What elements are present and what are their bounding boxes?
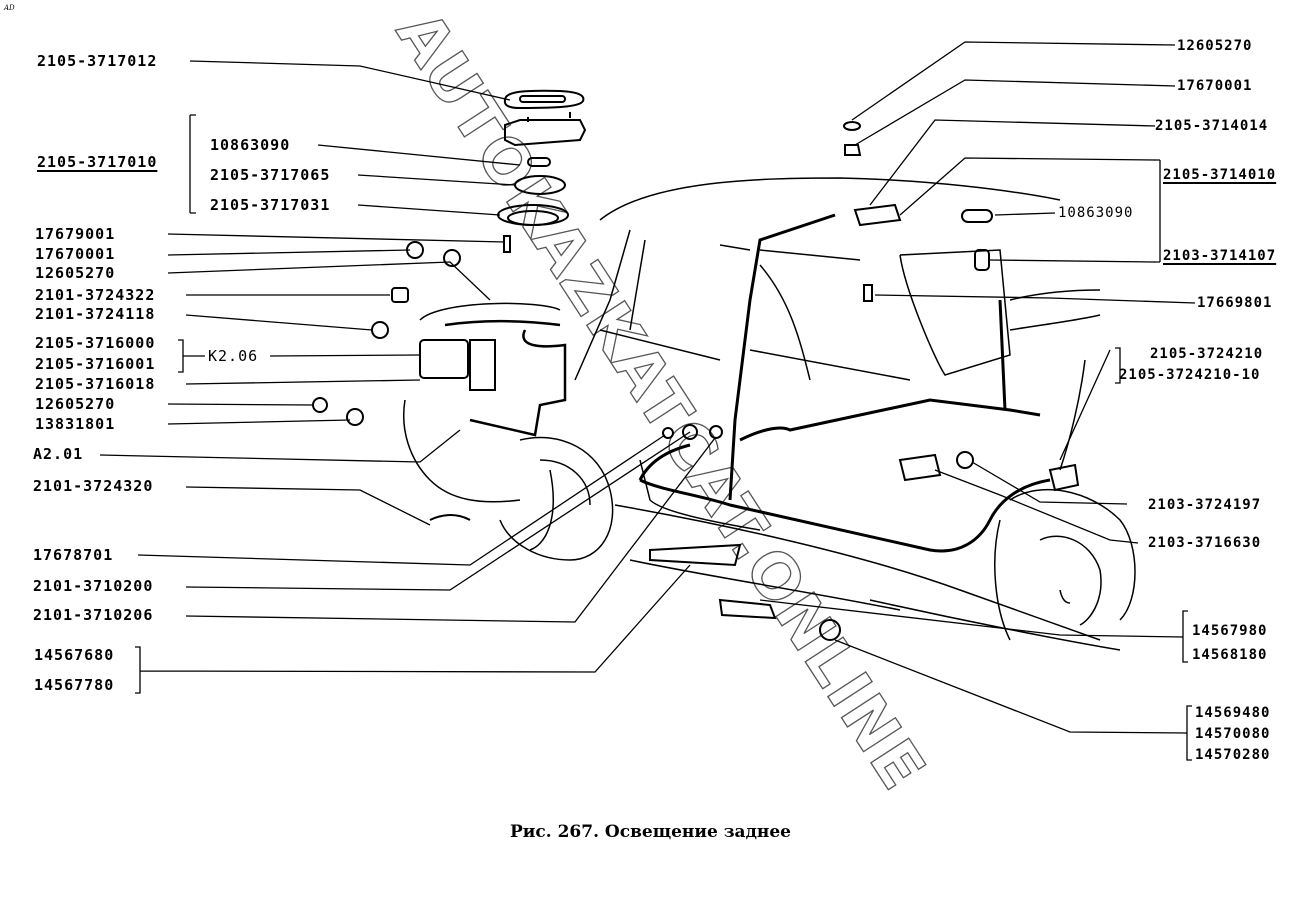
cap-nut [843, 121, 861, 131]
reverse-switch [898, 453, 942, 482]
part-label-12605270-2: 12605270 [35, 395, 116, 413]
part-label-2105-3716018: 2105-3716018 [35, 375, 156, 393]
part-label-14569480: 14569480 [1195, 705, 1271, 721]
part-label-2105-3716000: 2105-3716000 [35, 334, 156, 352]
car-body-outline [403, 177, 1121, 651]
rear-wheel-right [994, 488, 1136, 641]
part-label-14567680: 14567680 [34, 646, 115, 664]
part-label-r-17670001: 17670001 [1177, 78, 1253, 94]
wiring-harness [444, 213, 1051, 553]
watermark: AUTOKAZKATCAT.ONLINE [382, 0, 941, 804]
interior-lamp-parts [649, 121, 1080, 641]
leader-lines-left [99, 60, 716, 694]
part-label-14567780: 14567780 [34, 676, 115, 694]
part-label-17679001: 17679001 [35, 225, 116, 243]
part-label-a201: A2.01 [33, 445, 84, 463]
part-label-2105-3724210-10: 2105-3724210-10 [1119, 367, 1261, 383]
lamp-bracket [469, 339, 496, 391]
lamp-lens [503, 89, 585, 110]
rear-wheel-left [499, 436, 614, 561]
part-label-10863090: 10863090 [210, 136, 291, 154]
part-label-2105-3717031: 2105-3717031 [210, 196, 331, 214]
part-label-2103-3724197: 2103-3724197 [1148, 497, 1262, 513]
lamp-parts-left [312, 89, 723, 521]
part-group-label-2105-3714010: 2105-3714010 [1163, 167, 1277, 183]
corner-mark: AD [4, 4, 15, 12]
ceiling-lamp-bulb [961, 209, 993, 223]
lamp-housing [504, 119, 587, 147]
plate-lamp-socket [718, 598, 777, 620]
lamp-socket [682, 424, 698, 440]
part-label-14570080: 14570080 [1195, 726, 1271, 742]
part-label-12605270: 12605270 [35, 264, 116, 282]
part-label-2101-3724118: 2101-3724118 [35, 305, 156, 323]
part-label-r-12605270: 12605270 [1177, 38, 1253, 54]
washer-roof [844, 144, 862, 156]
lamp-bulb [527, 157, 551, 167]
rear-lamp-assembly [419, 339, 469, 379]
part-label-2105-3716001: 2105-3716001 [35, 355, 156, 373]
part-label-14568180: 14568180 [1192, 647, 1268, 663]
part-group-label-2103-3714107: 2103-3714107 [1163, 248, 1277, 264]
leader-lines-right [759, 41, 1196, 761]
part-label-2101-3724322: 2101-3724322 [35, 286, 156, 304]
part-label-2103-3716630: 2103-3716630 [1148, 535, 1262, 551]
nut-2 [312, 397, 328, 413]
part-label-17678701: 17678701 [33, 546, 114, 564]
part-group-label-2105-3717010: 2105-3717010 [37, 153, 158, 171]
roof-screw [863, 284, 873, 302]
watermark-text: AUTOKAZKATCAT.ONLINE [382, 0, 940, 803]
part-label-2101-3710200: 2101-3710200 [33, 577, 154, 595]
part-label-2101-3724320: 2101-3724320 [33, 477, 154, 495]
part-label-2105-3717065: 2105-3717065 [210, 166, 331, 184]
ceiling-lamp [853, 203, 902, 227]
door-switch [974, 249, 990, 271]
grommet [371, 321, 389, 339]
clip [391, 287, 409, 303]
part-label-14567980: 14567980 [1192, 623, 1268, 639]
part-label-14570280: 14570280 [1195, 747, 1271, 763]
connector-clip [429, 514, 471, 521]
part-label-2105-3714014: 2105-3714014 [1155, 118, 1269, 134]
part-label-2101-3710206: 2101-3710206 [33, 606, 154, 624]
bulb-socket [819, 619, 841, 641]
part-label-13831801: 13831801 [35, 415, 116, 433]
plate-lamp-lens [649, 543, 742, 567]
plate-lamp-right [1048, 463, 1080, 492]
part-label-r-10863090: 10863090 [1058, 205, 1134, 221]
figure-caption: Рис. 267. Освещение заднее [510, 822, 791, 842]
part-label-2105-3724210: 2105-3724210 [1150, 346, 1264, 362]
part-label-k206: K2.06 [208, 347, 259, 365]
washer-2 [346, 408, 364, 426]
part-label-2105-3717012: 2105-3717012 [37, 52, 158, 70]
screw [503, 235, 511, 253]
part-label-17670001: 17670001 [35, 245, 116, 263]
part-label-17669801: 17669801 [1197, 295, 1273, 311]
nut [443, 249, 461, 267]
